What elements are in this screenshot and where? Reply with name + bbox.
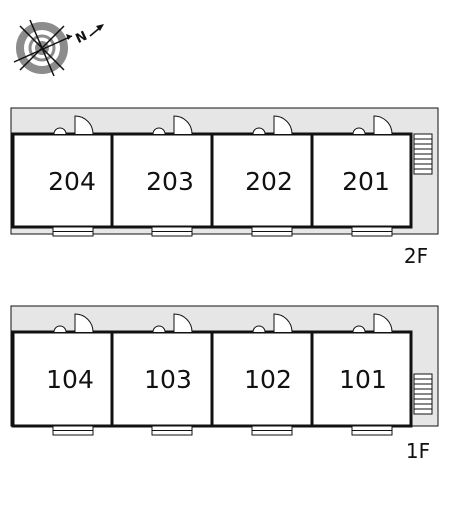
room-number-203: 203 <box>146 167 194 196</box>
room-number-102: 102 <box>244 365 292 394</box>
stairs-2f <box>413 133 433 175</box>
room-101 <box>310 313 413 436</box>
room-number-101: 101 <box>339 365 387 394</box>
compass-north-label: N <box>73 29 89 47</box>
floor-label-1f: 1F <box>406 439 430 463</box>
room-number-204: 204 <box>48 167 96 196</box>
floor-label-2f: 2F <box>404 244 428 268</box>
room-204 <box>11 115 114 237</box>
room-103 <box>110 313 214 436</box>
floor-2f: 204 203 202 201 2F <box>10 107 439 268</box>
compass-rose-icon <box>13 19 73 77</box>
room-104 <box>11 313 114 436</box>
room-202 <box>210 115 314 237</box>
room-201 <box>310 115 413 237</box>
stairs-1f <box>413 373 433 415</box>
room-number-201: 201 <box>342 167 390 196</box>
room-number-104: 104 <box>46 365 94 394</box>
room-number-103: 103 <box>144 365 192 394</box>
north-arrow-icon <box>89 24 104 37</box>
floor-1f: 104 103 102 101 1F <box>10 305 439 463</box>
room-number-202: 202 <box>245 167 293 196</box>
room-203 <box>110 115 214 237</box>
room-102 <box>210 313 314 436</box>
